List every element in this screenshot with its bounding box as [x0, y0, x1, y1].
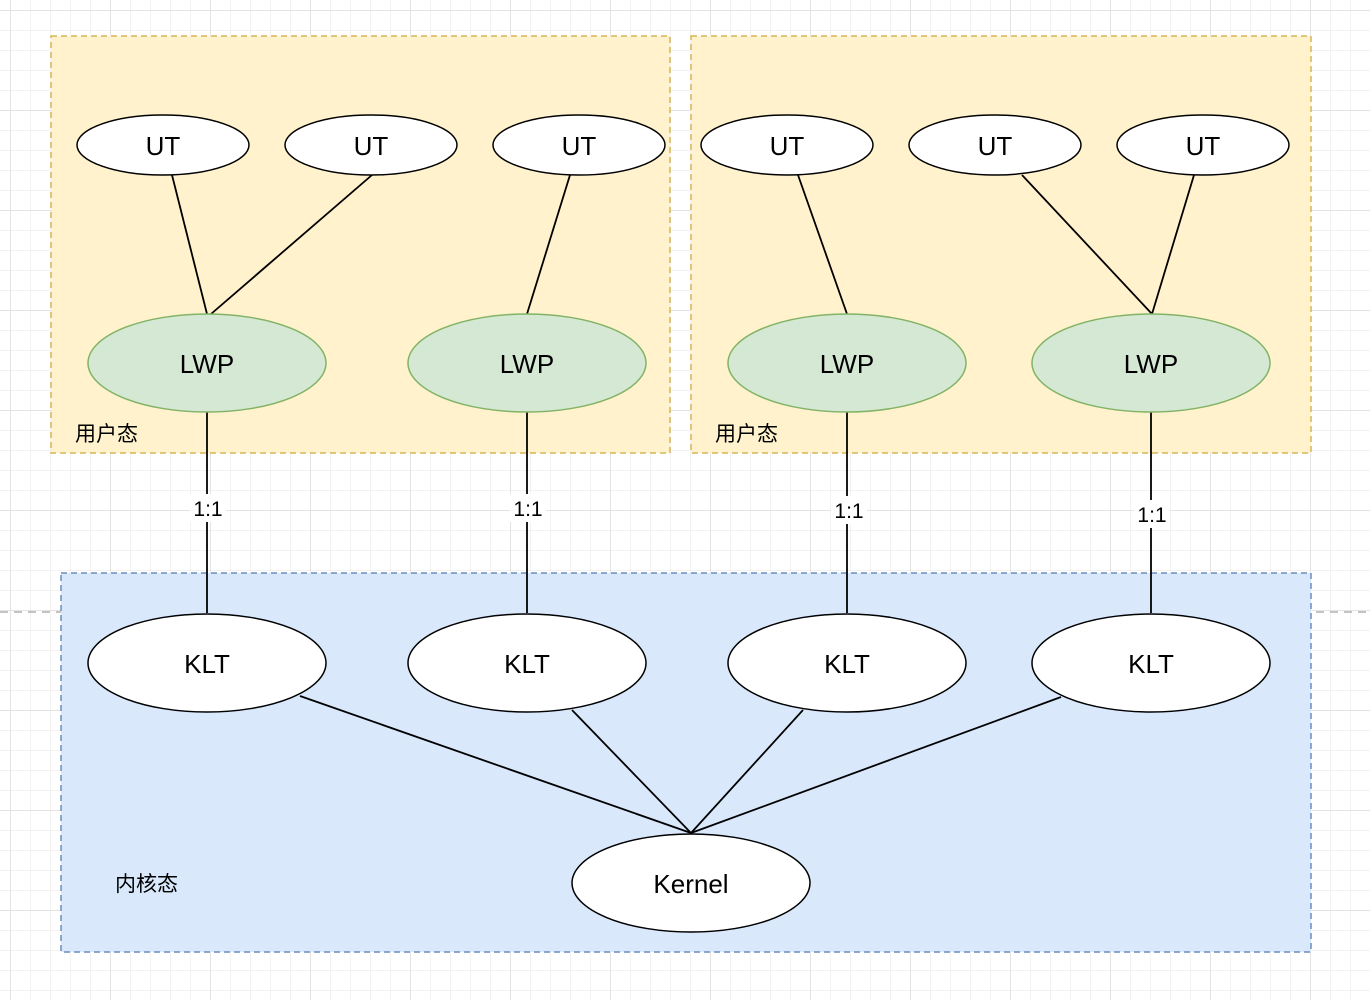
node-label: KLT	[1128, 649, 1174, 679]
user-thread-node-2[interactable]: UT	[284, 114, 458, 176]
klt-node-2[interactable]: KLT	[407, 613, 647, 713]
svg-text:1:1: 1:1	[1137, 504, 1166, 527]
klt-node-3[interactable]: KLT	[727, 613, 967, 713]
node-label: UT	[146, 131, 181, 161]
kernel-space-label: 内核态	[115, 872, 178, 896]
node-label: KLT	[184, 649, 230, 679]
edge-klt3-kernel[interactable]	[690, 709, 804, 834]
edge-label-map4: 1:1	[1134, 500, 1170, 528]
user-space-label-right: 用户态	[715, 422, 778, 446]
user-space-label-left: 用户态	[75, 422, 138, 446]
user-thread-node-6[interactable]: UT	[1116, 114, 1290, 176]
edge-klt1-kernel[interactable]	[299, 695, 692, 834]
node-label: LWP	[820, 349, 874, 379]
node-label: LWP	[1124, 349, 1178, 379]
node-label: LWP	[500, 349, 554, 379]
node-label: UT	[354, 131, 389, 161]
node-label: UT	[770, 131, 805, 161]
user-thread-node-4[interactable]: UT	[700, 114, 874, 176]
lwp-node-4[interactable]: LWP	[1031, 313, 1271, 413]
edge-label-map1: 1:1	[190, 494, 226, 522]
edge-ut3-lwp2[interactable]	[526, 174, 571, 315]
node-label: KLT	[824, 649, 870, 679]
node-label: UT	[1186, 131, 1221, 161]
node-label: Kernel	[653, 869, 728, 899]
edge-label-map3: 1:1	[831, 496, 867, 524]
kernel-node[interactable]: Kernel	[571, 833, 811, 933]
user-thread-node-5[interactable]: UT	[908, 114, 1082, 176]
lwp-node-3[interactable]: LWP	[727, 313, 967, 413]
lwp-node-2[interactable]: LWP	[407, 313, 647, 413]
edge-klt4-kernel[interactable]	[690, 696, 1062, 834]
svg-text:1:1: 1:1	[513, 498, 542, 521]
node-label: UT	[978, 131, 1013, 161]
edge-klt2-kernel[interactable]	[571, 709, 692, 834]
edge-ut4-lwp3[interactable]	[797, 174, 848, 315]
edge-ut1-lwp1[interactable]	[171, 174, 208, 315]
edge-ut6-lwp4[interactable]	[1151, 174, 1195, 315]
svg-text:1:1: 1:1	[834, 500, 863, 523]
klt-node-4[interactable]: KLT	[1031, 613, 1271, 713]
node-label: UT	[562, 131, 597, 161]
user-thread-node-3[interactable]: UT	[492, 114, 666, 176]
lwp-node-1[interactable]: LWP	[87, 313, 327, 413]
user-thread-node-1[interactable]: UT	[76, 114, 250, 176]
svg-text:1:1: 1:1	[193, 498, 222, 521]
edge-ut5-lwp4[interactable]	[1021, 174, 1153, 315]
edge-label-map2: 1:1	[510, 494, 546, 522]
node-label: LWP	[180, 349, 234, 379]
klt-node-1[interactable]: KLT	[87, 613, 327, 713]
node-label: KLT	[504, 649, 550, 679]
edge-ut2-lwp1[interactable]	[210, 174, 373, 315]
